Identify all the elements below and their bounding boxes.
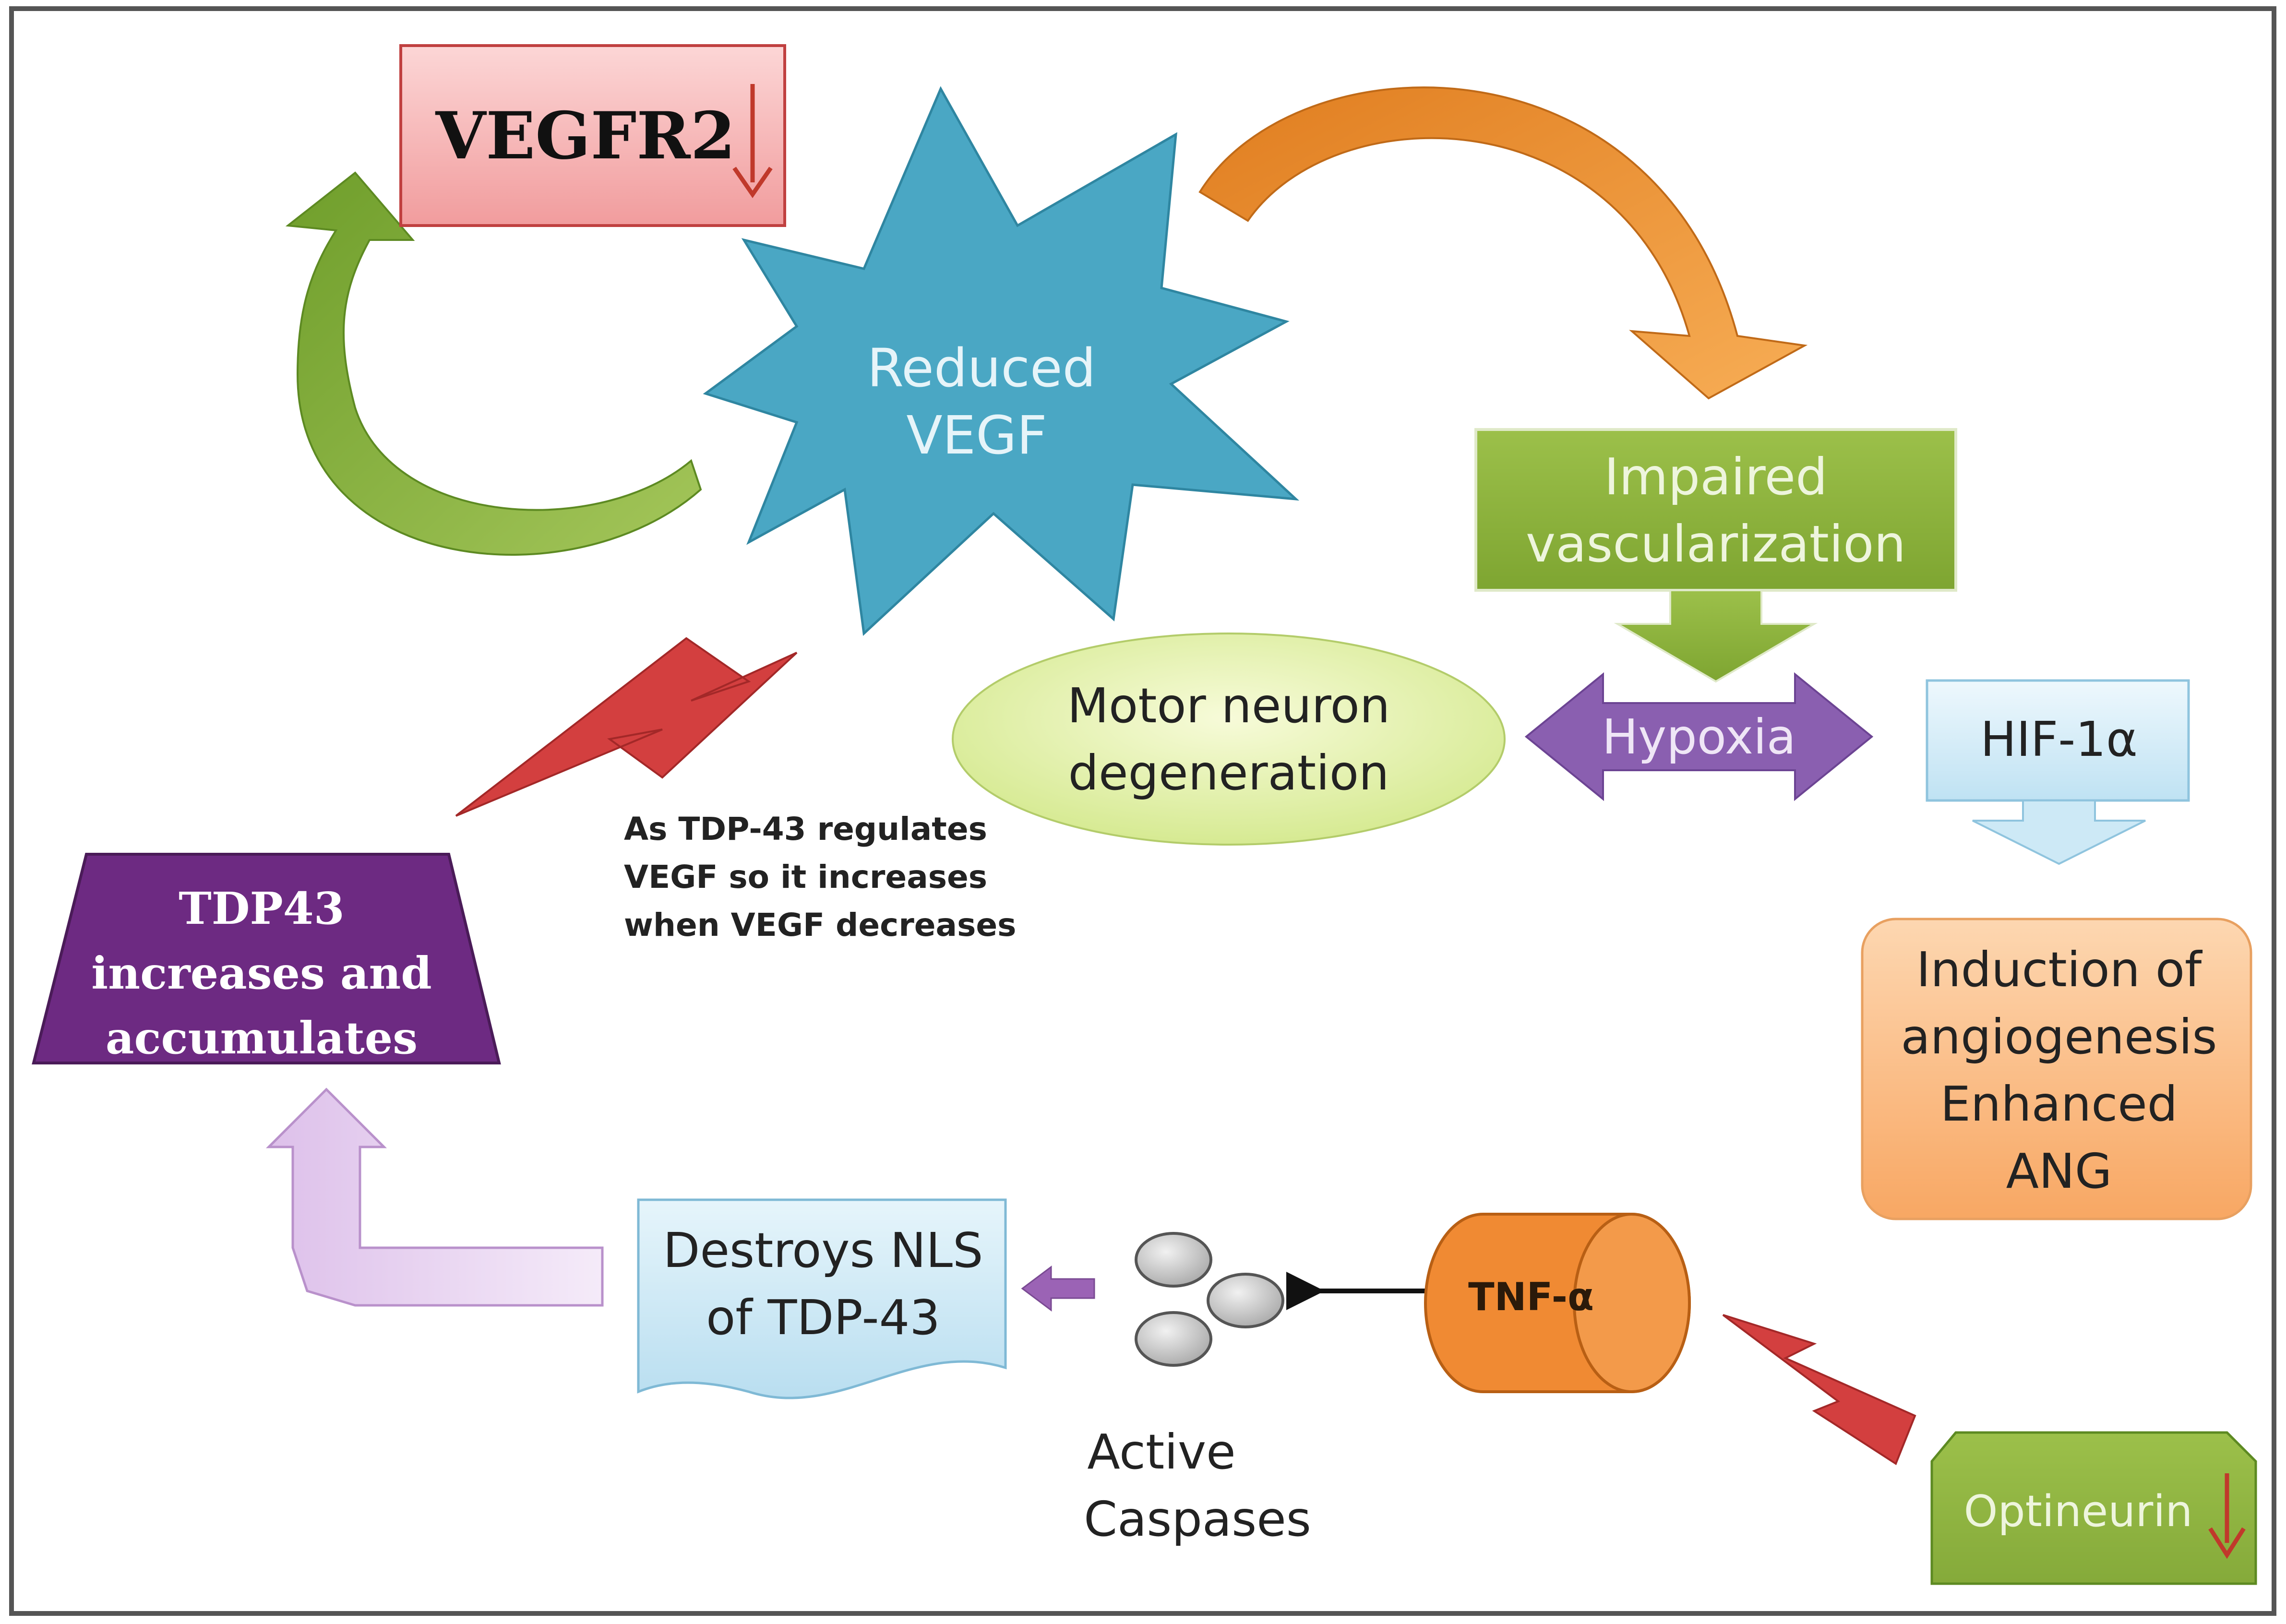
tdp43-line3: accumulates bbox=[106, 1012, 418, 1064]
down-arrow-icon bbox=[732, 84, 773, 198]
caspase-circle bbox=[1135, 1232, 1212, 1288]
ang-line3: Enhanced bbox=[1940, 1076, 2178, 1132]
ang-line2: angiogenesis bbox=[1901, 1009, 2217, 1065]
destroys-line1: Destroys NLS bbox=[663, 1222, 983, 1278]
note-line1: As TDP-43 regulates bbox=[624, 811, 987, 848]
tnf-label: TNF-α bbox=[1468, 1275, 1594, 1319]
hypoxia-label: Hypoxia bbox=[1602, 709, 1796, 765]
optineurin-label: Optineurin bbox=[1964, 1486, 2193, 1537]
destroys-line2: of TDP-43 bbox=[706, 1290, 940, 1346]
hif1a-box: HIF-1α bbox=[1926, 679, 2190, 802]
impaired-line2: vascularization bbox=[1526, 515, 1906, 573]
lavender-bent-arrow bbox=[265, 1087, 604, 1307]
red-bolt-upper bbox=[455, 637, 798, 817]
vegfr2-label: VEGFR2 bbox=[435, 97, 736, 174]
impaired-line1: Impaired bbox=[1604, 448, 1828, 506]
orange-curved-arrow bbox=[1198, 86, 1808, 400]
red-bolt-lower bbox=[1722, 1314, 1916, 1465]
green-curved-arrow bbox=[285, 171, 702, 556]
tdp43-annotation: As TDP-43 regulates VEGF so it increases… bbox=[624, 811, 1016, 943]
down-arrow-icon bbox=[2208, 1473, 2246, 1559]
caspases-line2: Caspases bbox=[1084, 1491, 1311, 1547]
lightblue-down-arrow bbox=[1972, 800, 2146, 865]
tnf-alpha-cylinder: TNF-α bbox=[1424, 1213, 1691, 1393]
tdp43-trapezoid: TDP43 increases and accumulates bbox=[32, 853, 501, 1064]
reduced-vegf-line1: Reduced bbox=[867, 337, 1096, 399]
reduced-vegf-starburst: Reduced VEGF bbox=[703, 86, 1300, 636]
motor-line1: Motor neuron bbox=[1067, 678, 1390, 734]
note-line2: VEGF so it increases bbox=[624, 859, 987, 896]
caspases-line1: Active bbox=[1087, 1424, 1235, 1480]
small-purple-arrow bbox=[1021, 1266, 1095, 1312]
angiogenesis-box: Induction of angiogenesis Enhanced ANG bbox=[1861, 918, 2252, 1220]
destroys-nls-box: Destroys NLS of TDP-43 bbox=[637, 1198, 1007, 1399]
reduced-vegf-line2: VEGF bbox=[906, 405, 1047, 466]
ang-line4: ANG bbox=[2006, 1143, 2112, 1199]
note-line3: when VEGF decreases bbox=[624, 907, 1016, 943]
hif1a-label: HIF-1α bbox=[1980, 711, 2138, 767]
optineurin-box: Optineurin bbox=[1930, 1431, 2257, 1585]
tdp43-line2: increases and bbox=[91, 947, 431, 999]
motor-neuron-degeneration-ellipse: Motor neuron degeneration bbox=[952, 633, 1506, 846]
caspase-circle bbox=[1135, 1311, 1212, 1367]
vegfr2-box: VEGFR2 bbox=[399, 44, 786, 227]
impaired-vascularization-box: Impaired vascularization bbox=[1474, 428, 1957, 592]
tdp43-line1: TDP43 bbox=[179, 883, 344, 934]
hypoxia-double-arrow: Hypoxia bbox=[1524, 672, 1874, 801]
ang-line1: Induction of bbox=[1916, 942, 2203, 998]
green-down-arrow bbox=[1614, 589, 1818, 683]
motor-line2: degeneration bbox=[1068, 745, 1389, 801]
caspase-circle bbox=[1207, 1273, 1284, 1328]
active-caspases: Active Caspases bbox=[1084, 1232, 1311, 1547]
